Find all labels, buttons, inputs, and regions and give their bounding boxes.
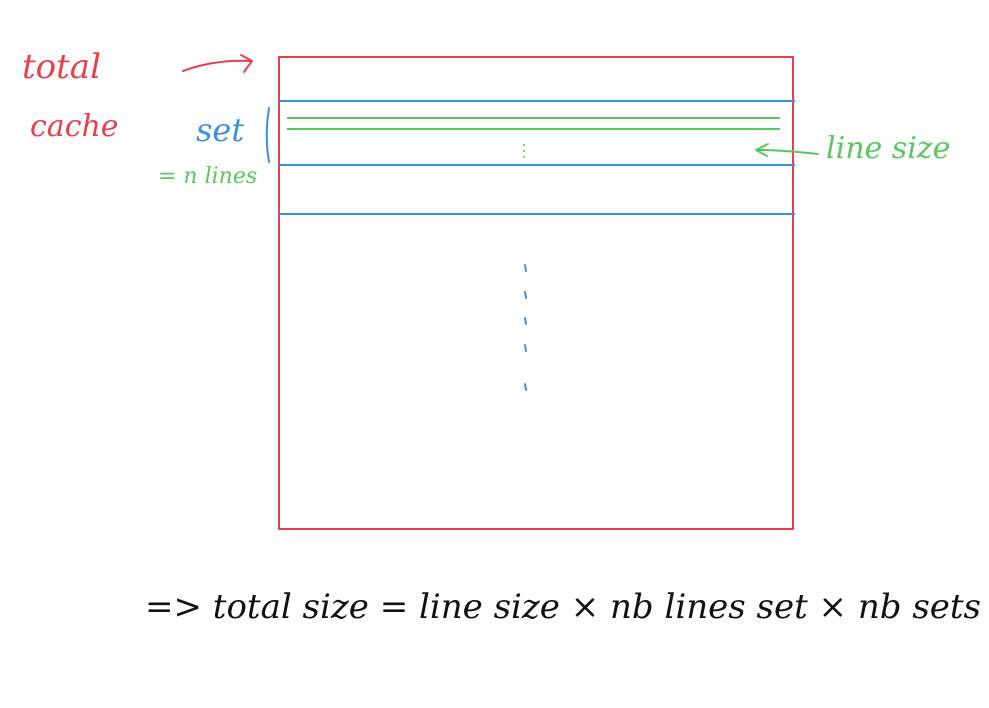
total-cache-label-line1: total: [22, 47, 101, 87]
total-size-formula: => total size = line size × nb lines set…: [145, 587, 982, 627]
cache-line-ellipsis-dot: [523, 156, 525, 158]
n-lines-label: = n lines: [158, 164, 258, 189]
cache-line-ellipsis-dot: [523, 150, 525, 152]
set-label: set: [196, 111, 245, 149]
sets-ellipsis-dash: [524, 264, 527, 272]
sets-ellipsis-dash: [524, 317, 527, 325]
sets-ellipsis-dash: [524, 291, 527, 299]
cache-line-ellipsis-dot: [523, 144, 525, 146]
sets-ellipsis-dash: [524, 344, 527, 352]
line-size-arrow-icon: [755, 143, 819, 157]
total-cache-arrow-icon: [182, 54, 253, 73]
total-cache-rectangle: [278, 56, 794, 530]
sets-ellipsis-dash: [524, 383, 527, 391]
set-bracket-icon: [265, 107, 270, 163]
total-cache-label-line2: cache: [30, 109, 119, 144]
line-size-label: line size: [826, 131, 951, 166]
